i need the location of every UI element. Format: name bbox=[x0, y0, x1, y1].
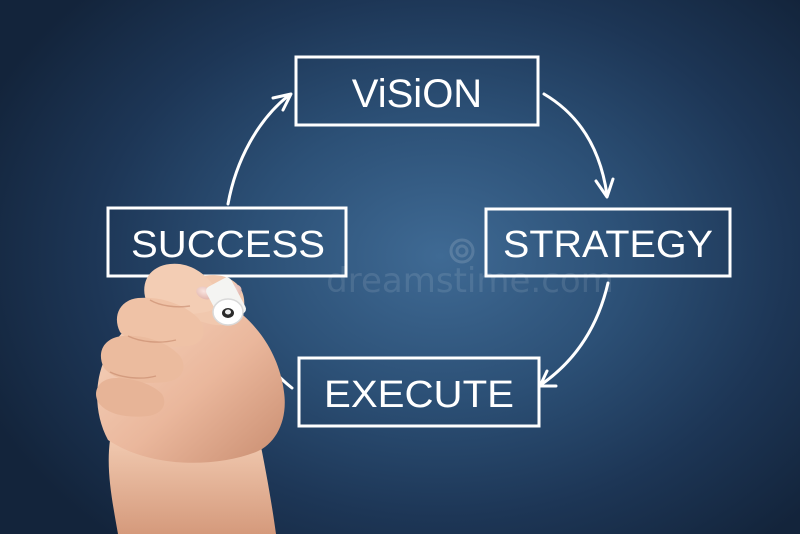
watermark: dreamstime.com bbox=[326, 238, 614, 301]
hand-ring-finger bbox=[100, 335, 184, 383]
hand-holding-marker bbox=[96, 263, 285, 534]
node-execute-box bbox=[297, 356, 541, 428]
node-success: SUCCESS bbox=[106, 206, 348, 278]
node-execute-label: EXECUTE bbox=[324, 374, 514, 416]
arrow-success-to-vision bbox=[226, 92, 293, 206]
node-strategy-label: STRATEGY bbox=[503, 224, 713, 266]
node-strategy: STRATEGY bbox=[484, 207, 732, 278]
node-success-box bbox=[106, 206, 348, 278]
node-strategy-box bbox=[484, 207, 732, 278]
node-vision: ViSiON bbox=[294, 55, 540, 127]
node-vision-box bbox=[294, 55, 540, 127]
node-success-label: SUCCESS bbox=[131, 224, 325, 266]
hand-pinky-finger bbox=[96, 378, 165, 417]
node-vision-label: ViSiON bbox=[352, 72, 482, 116]
marker-pen bbox=[206, 277, 246, 326]
hand-middle-finger bbox=[116, 297, 204, 347]
node-execute: EXECUTE bbox=[297, 356, 541, 428]
dreamstime-logo-icon bbox=[449, 238, 475, 264]
arrow-vision-to-strategy bbox=[542, 92, 615, 199]
watermark-text: dreamstime.com bbox=[326, 261, 614, 301]
